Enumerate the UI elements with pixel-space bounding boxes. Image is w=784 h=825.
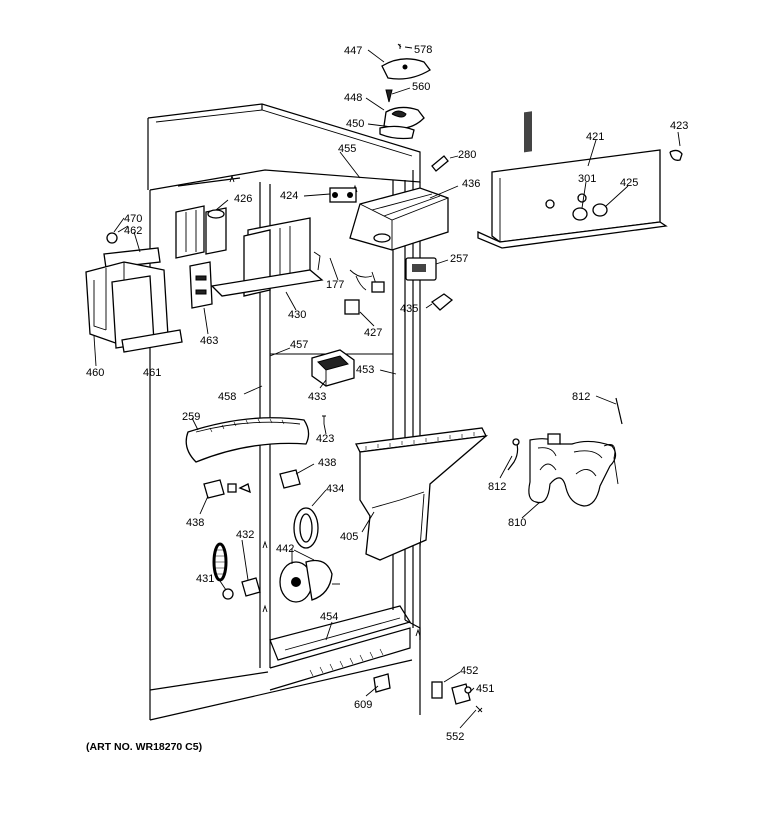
callout-578: 578 bbox=[414, 44, 432, 56]
callout-301: 301 bbox=[578, 173, 596, 185]
callout-455: 455 bbox=[338, 143, 356, 155]
callout-424: 424 bbox=[280, 190, 298, 202]
top-hinge-parts bbox=[329, 43, 449, 203]
callout-177: 177 bbox=[326, 279, 344, 291]
art-number: (ART NO. WR18270 C5) bbox=[86, 741, 202, 753]
callout-427: 427 bbox=[364, 327, 382, 339]
callout-405: 405 bbox=[340, 531, 358, 543]
callout-458: 458 bbox=[218, 391, 236, 403]
callout-812-bottom: 812 bbox=[488, 481, 506, 493]
callout-452: 452 bbox=[460, 665, 478, 677]
part-430-bracket bbox=[175, 205, 324, 309]
callout-810: 810 bbox=[508, 517, 526, 529]
callout-430: 430 bbox=[288, 309, 306, 321]
callout-434: 434 bbox=[326, 483, 344, 495]
callout-280: 280 bbox=[458, 149, 476, 161]
callout-433: 433 bbox=[308, 391, 326, 403]
part-452-451-bracket bbox=[373, 673, 483, 713]
callout-552: 552 bbox=[446, 731, 464, 743]
callout-560: 560 bbox=[412, 81, 430, 93]
part-405-cover bbox=[355, 427, 489, 561]
callout-609: 609 bbox=[354, 699, 372, 711]
callout-432: 432 bbox=[236, 529, 254, 541]
callout-423-mid: 423 bbox=[316, 433, 334, 445]
callout-labels: 447 578 560 448 450 280 455 421 423 436 … bbox=[86, 44, 688, 743]
callout-426: 426 bbox=[234, 193, 252, 205]
callout-462: 462 bbox=[124, 225, 142, 237]
callout-423-top: 423 bbox=[670, 120, 688, 132]
leader-lines bbox=[93, 46, 681, 729]
part-460-461-housing bbox=[85, 225, 183, 353]
part-436-housing bbox=[349, 187, 449, 251]
callout-436: 436 bbox=[462, 178, 480, 190]
callout-257: 257 bbox=[450, 253, 468, 265]
part-259-duct bbox=[185, 415, 326, 463]
callout-448: 448 bbox=[344, 92, 362, 104]
callout-442: 442 bbox=[276, 543, 294, 555]
callout-470: 470 bbox=[124, 213, 142, 225]
callout-259: 259 bbox=[182, 411, 200, 423]
part-433-fan bbox=[311, 349, 355, 387]
callout-461: 461 bbox=[143, 367, 161, 379]
callout-425: 425 bbox=[620, 177, 638, 189]
part-257-435-427 bbox=[313, 251, 454, 315]
part-438-434-442-misc bbox=[203, 469, 340, 603]
callout-431: 431 bbox=[196, 573, 214, 585]
callout-463: 463 bbox=[200, 335, 218, 347]
callout-454: 454 bbox=[320, 611, 338, 623]
callout-435: 435 bbox=[400, 303, 418, 315]
callout-812-top: 812 bbox=[572, 391, 590, 403]
callout-438-right: 438 bbox=[318, 457, 336, 469]
callout-453: 453 bbox=[356, 364, 374, 376]
callout-460: 460 bbox=[86, 367, 104, 379]
part-810-heater bbox=[507, 397, 623, 507]
callout-450: 450 bbox=[346, 118, 364, 130]
callout-451: 451 bbox=[476, 683, 494, 695]
callout-447: 447 bbox=[344, 45, 362, 57]
callout-457: 457 bbox=[290, 339, 308, 351]
callout-438-left: 438 bbox=[186, 517, 204, 529]
callout-421: 421 bbox=[586, 131, 604, 143]
